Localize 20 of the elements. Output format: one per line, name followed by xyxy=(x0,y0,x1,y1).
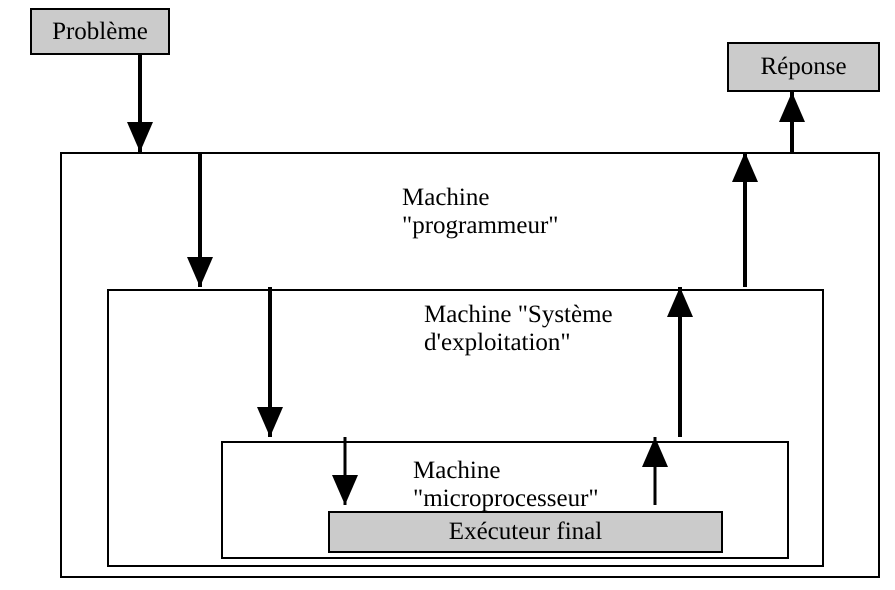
machine-layer-box xyxy=(107,289,824,567)
arrow xyxy=(127,55,153,152)
layer-title: Machine "programmeur" xyxy=(402,184,560,240)
layer-title: Machine "microprocesseur" xyxy=(413,457,600,513)
process-box xyxy=(328,511,723,553)
arrow xyxy=(257,287,283,437)
box-label: Réponse xyxy=(760,53,847,81)
arrow xyxy=(642,437,668,505)
box-label: Exécuteur final xyxy=(448,518,602,546)
machine-layer-box xyxy=(60,152,880,578)
arrow xyxy=(187,152,213,287)
arrow xyxy=(732,152,758,287)
process-box xyxy=(30,8,170,55)
arrow xyxy=(332,437,358,505)
arrow xyxy=(667,287,693,437)
arrow xyxy=(779,92,805,152)
process-box xyxy=(727,42,880,92)
machine-layer-box xyxy=(221,441,789,559)
layer-title: Machine "Système d'exploitation" xyxy=(424,301,614,357)
box-label: Problème xyxy=(52,18,148,46)
